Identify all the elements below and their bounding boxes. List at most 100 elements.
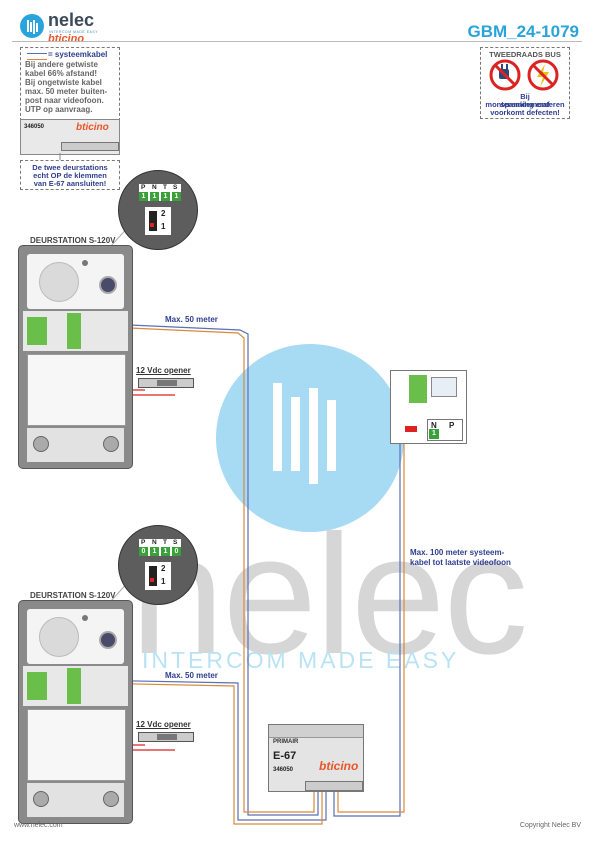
slide-switch-top: 2 1 <box>145 207 171 235</box>
videophone-dip-label-p: P <box>449 421 455 430</box>
mini-power-module: 346050 bticino <box>20 119 120 155</box>
power-supply-code: 346050 <box>273 767 294 773</box>
videophone-dip-value: 1 <box>429 429 439 439</box>
switch-label-1: 1 <box>161 577 166 586</box>
slide-switch-knob <box>149 566 157 586</box>
no-power-icons <box>489 59 559 91</box>
dip-label-t: T <box>163 184 167 191</box>
brand-tagline: INTERCOM MADE EASY <box>49 30 99 34</box>
legend-line-3: Bij ongetwiste kabel <box>25 78 102 87</box>
legend-note-box: De twee deurstations echt OP de klemmen … <box>20 160 120 190</box>
station-bottom-label: DEURSTATION S-120V <box>30 591 116 600</box>
slide-switch-knob <box>149 211 157 231</box>
station-top-camera-panel <box>27 254 124 309</box>
warning-line-3: voorkomt defecten! <box>490 108 560 117</box>
cable-symbol <box>27 53 47 60</box>
dip-label-p: P <box>141 539 146 546</box>
dip-value-n: 1 <box>150 547 159 556</box>
speaker-grille-icon <box>39 617 79 657</box>
dip-value-p: 0 <box>139 547 148 556</box>
brand-logo: nelec INTERCOM MADE EASY bticino <box>20 10 100 45</box>
slide-switch-marker <box>150 578 154 582</box>
station-bottom-terminal-panel <box>23 666 128 706</box>
terminal-block-main <box>67 313 81 349</box>
partner-logo: bticino <box>48 33 85 45</box>
terminal-block-green <box>27 672 47 700</box>
opener-label-top: 12 Vdc opener <box>136 366 191 375</box>
microphone-icon <box>82 615 88 621</box>
station-top <box>18 245 133 469</box>
switch-label-1: 1 <box>161 222 166 231</box>
dip-label-n: N <box>152 539 157 546</box>
dip-value-s: 0 <box>172 547 181 556</box>
station-top-base <box>27 428 124 462</box>
warning-title: TWEEDRAADS BUS <box>489 50 561 59</box>
power-supply: PRIMAIR E-67 346050 bticino <box>268 724 364 792</box>
legend-note-2: echt OP de klemmen <box>33 171 107 180</box>
door-opener-top <box>138 378 194 388</box>
terminal-block-main <box>67 668 81 704</box>
distance-label-bottom: Max. 50 meter <box>165 671 218 680</box>
door-opener-latch <box>157 380 177 386</box>
zoom-dip-top: P N T S 1 1 1 1 2 1 <box>118 170 198 250</box>
nelec-logo-icon <box>20 14 44 38</box>
dip-value-s: 1 <box>172 192 181 201</box>
dip-label-s: S <box>173 539 178 546</box>
videophone: N P 1 <box>390 370 467 444</box>
station-bottom <box>18 600 133 824</box>
dip-label-s: S <box>173 184 178 191</box>
screw-icon <box>33 436 49 452</box>
switch-label-2: 2 <box>161 209 166 218</box>
brand-name: nelec <box>48 10 95 30</box>
mini-module-brand: bticino <box>76 122 109 133</box>
legend-line-5: post naar videofoon. <box>25 96 104 105</box>
legend-line-6: UTP op aanvraag. <box>25 105 93 114</box>
station-bottom-camera-panel <box>27 609 124 664</box>
wire-top-station <box>85 322 319 816</box>
videophone-screen <box>431 377 457 397</box>
dip-value-p: 1 <box>139 192 148 201</box>
dip-switch-block-top: P N T S 1 1 1 1 <box>139 184 181 201</box>
slide-switch-marker <box>150 223 154 227</box>
camera-lens-icon <box>99 276 117 294</box>
dip-value-t: 1 <box>161 547 170 556</box>
legend-note-3: van E-67 aansluiten! <box>33 179 107 188</box>
door-opener-bottom <box>138 732 194 742</box>
document-code: GBM_24-1079 <box>467 22 579 41</box>
dip-switch-block-bottom: P N T S 0 1 1 0 <box>139 539 181 556</box>
system-cable-note-2: kabel tot laatste videofoon <box>410 558 511 567</box>
station-top-terminal-panel <box>23 311 128 351</box>
camera-lens-icon <box>99 631 117 649</box>
switch-label-2: 2 <box>161 564 166 573</box>
station-top-label: DEURSTATION S-120V <box>30 236 116 245</box>
terminal-block-green <box>27 317 47 345</box>
dip-value-n: 1 <box>150 192 159 201</box>
station-bottom-nameplate <box>27 709 126 781</box>
system-cable-note-1: Max. 100 meter systeem- <box>410 548 505 557</box>
no-lightning-icon <box>527 59 559 91</box>
header-divider <box>12 41 582 42</box>
videophone-jumper-red <box>405 426 417 432</box>
videophone-terminals <box>409 375 427 403</box>
no-plug-icon <box>489 59 521 91</box>
distance-label-top: Max. 50 meter <box>165 315 218 324</box>
warning-box: TWEEDRAADS BUS Bij monteren/demonteren s… <box>480 47 570 119</box>
power-supply-model: E-67 <box>273 750 297 762</box>
speaker-grille-icon <box>39 262 79 302</box>
legend-note-1: De twee deurstations <box>32 163 108 172</box>
footer-copyright: Copyright Nelec BV <box>519 822 581 829</box>
mini-module-terminals <box>61 142 119 151</box>
wire-bottom-station <box>85 679 327 825</box>
dip-label-n: N <box>152 184 157 191</box>
dip-value-t: 1 <box>161 192 170 201</box>
videophone-dip-label-n: N <box>431 421 437 430</box>
station-bottom-base <box>27 783 124 817</box>
power-supply-brand: bticino <box>319 759 359 773</box>
power-supply-tag: PRIMAIR <box>273 739 299 745</box>
microphone-icon <box>82 260 88 266</box>
warning-line-1: Bij monteren/demonteren <box>485 92 565 110</box>
mini-module-code: 346050 <box>24 124 45 130</box>
legend-line-2: kabel 66% afstand! <box>25 69 98 78</box>
legend-box: = systeemkabel Bij andere getwiste kabel… <box>20 47 120 121</box>
dip-label-t: T <box>163 539 167 546</box>
